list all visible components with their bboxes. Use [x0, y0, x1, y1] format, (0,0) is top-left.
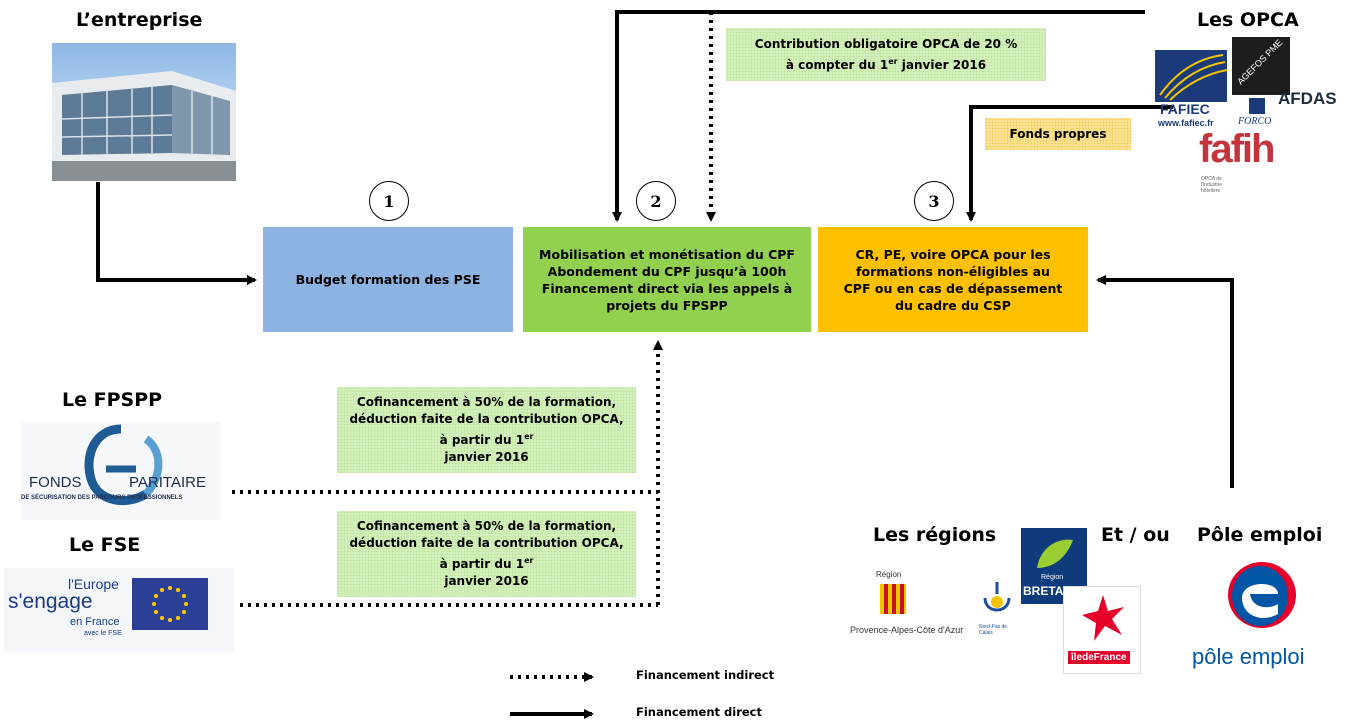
fafih-sub: OPCA de l'industrie hôtelière	[1201, 176, 1222, 194]
fse-logo: l'Europe s'engage en France avec le FSE	[4, 568, 234, 652]
building-photo	[52, 43, 236, 181]
agefos-logo: AGEFOS PME	[1232, 37, 1290, 95]
legend-indirect-label: Financement indirect	[636, 668, 775, 682]
forco-label: FORCO	[1238, 116, 1272, 127]
fonds-propres-note: Fonds propres	[985, 118, 1131, 150]
heading-entreprise: L’entreprise	[76, 9, 203, 31]
europe-label-2: s'engage	[8, 590, 93, 613]
opca-contribution-line-2: à compter du 1er janvier 2016	[785, 56, 987, 72]
heading-fpspp: Le FPSPP	[62, 389, 163, 411]
heading-fse: Le FSE	[69, 534, 141, 556]
step-circle-1: 1	[369, 181, 409, 221]
europe-label-3: en France	[70, 616, 120, 628]
cpf-box-line-3: Financement direct via les appels à proj…	[541, 280, 793, 313]
npdc-icon	[983, 582, 1011, 612]
pole-emploi-logo: pôle emploi	[1190, 560, 1335, 680]
afdas-label: AFDAS	[1278, 89, 1337, 108]
fafiec-url: www.fafiec.fr	[1158, 118, 1214, 128]
fpspp-fonds-label: FONDS	[29, 474, 82, 491]
fpspp-paritaire-label: PARITAIRE	[129, 474, 206, 491]
heading-regions: Les régions	[873, 524, 997, 546]
idf-star-icon	[1082, 595, 1124, 641]
pole-emploi-label: pôle emploi	[1192, 644, 1305, 669]
step-circle-2: 2	[636, 181, 676, 221]
fafiec-label: FAFIEC	[1160, 101, 1210, 117]
eu-flag-icon	[132, 578, 208, 630]
heading-pole-emploi: Pôle emploi	[1197, 524, 1323, 546]
agefos-label: AGEFOS PME	[1235, 37, 1285, 87]
fpspp-cofinancement-note: Cofinancement à 50% de la formation, déd…	[337, 387, 636, 473]
bretagne-region-label: Région	[1041, 574, 1064, 581]
legend-direct-label: Financement direct	[636, 705, 762, 719]
arrow-pole-emploi-cr	[1096, 275, 1234, 488]
fse-cofinancement-note: Cofinancement à 50% de la formation, déd…	[337, 511, 636, 597]
paca-shield-icon	[880, 584, 906, 614]
idf-logo: îledeFrance	[1063, 586, 1141, 674]
fpspp-emblem-icon	[84, 424, 163, 506]
cpf-box-line-2: Abondement du CPF jusqu’à 100h	[547, 263, 787, 279]
europe-label-1: l'Europe	[68, 576, 119, 592]
npdc-logo: Nord-Pas de Calais	[975, 580, 1021, 640]
opca-contribution-line-1: Contribution obligatoire OPCA de 20 %	[754, 36, 1018, 51]
heading-opca: Les OPCA	[1197, 9, 1299, 31]
budget-box-text: Budget formation des PSE	[295, 272, 481, 287]
idf-label: îledeFrance	[1068, 651, 1130, 664]
fafiec-logo-block	[1155, 50, 1228, 102]
cr-box: CR, PE, voire OPCA pour les formations n…	[818, 227, 1088, 332]
fafiec-pattern-icon	[1159, 54, 1228, 101]
opca-contribution-note: Contribution obligatoire OPCA de 20 % à …	[726, 28, 1046, 81]
arrow-opca-cpf	[612, 10, 1145, 222]
bretagne-leaf-icon	[1037, 539, 1073, 568]
cpf-box: Mobilisation et monétisation du CPF Abon…	[523, 227, 811, 332]
europe-label-4: avec le FSE	[84, 630, 122, 637]
paca-logo: Région Provence-Alpes-Côte d'Azur	[850, 570, 963, 640]
fpspp-sub-label: DE SÉCURISATION DES PARCOURS PROFESSIONN…	[21, 495, 183, 501]
cr-box-text: CR, PE, voire OPCA pour les formations n…	[843, 246, 1063, 313]
fafih-label: fafih	[1199, 127, 1275, 171]
arrow-entreprise-budget	[96, 182, 257, 285]
paca-region-label: Région	[876, 570, 902, 579]
pole-emploi-e-icon	[1228, 562, 1296, 628]
forco-icon	[1249, 98, 1265, 114]
fpspp-logo: FONDS PARITAIRE DE SÉCURISATION DES PARC…	[21, 422, 221, 520]
budget-box: Budget formation des PSE	[263, 227, 513, 332]
arrow-opca-fonds-propres	[966, 105, 1173, 222]
step-circle-3: 3	[914, 181, 954, 221]
npdc-label: Nord-Pas de Calais	[979, 624, 1008, 636]
heading-et-ou: Et / ou	[1101, 524, 1170, 546]
opca-logos: FAFIEC www.fafiec.fr AGEFOS PME FORCO AF…	[1155, 37, 1365, 207]
cpf-box-line-1: Mobilisation et monétisation du CPF	[539, 246, 795, 262]
paca-label: Provence-Alpes-Côte d'Azur	[850, 625, 964, 635]
